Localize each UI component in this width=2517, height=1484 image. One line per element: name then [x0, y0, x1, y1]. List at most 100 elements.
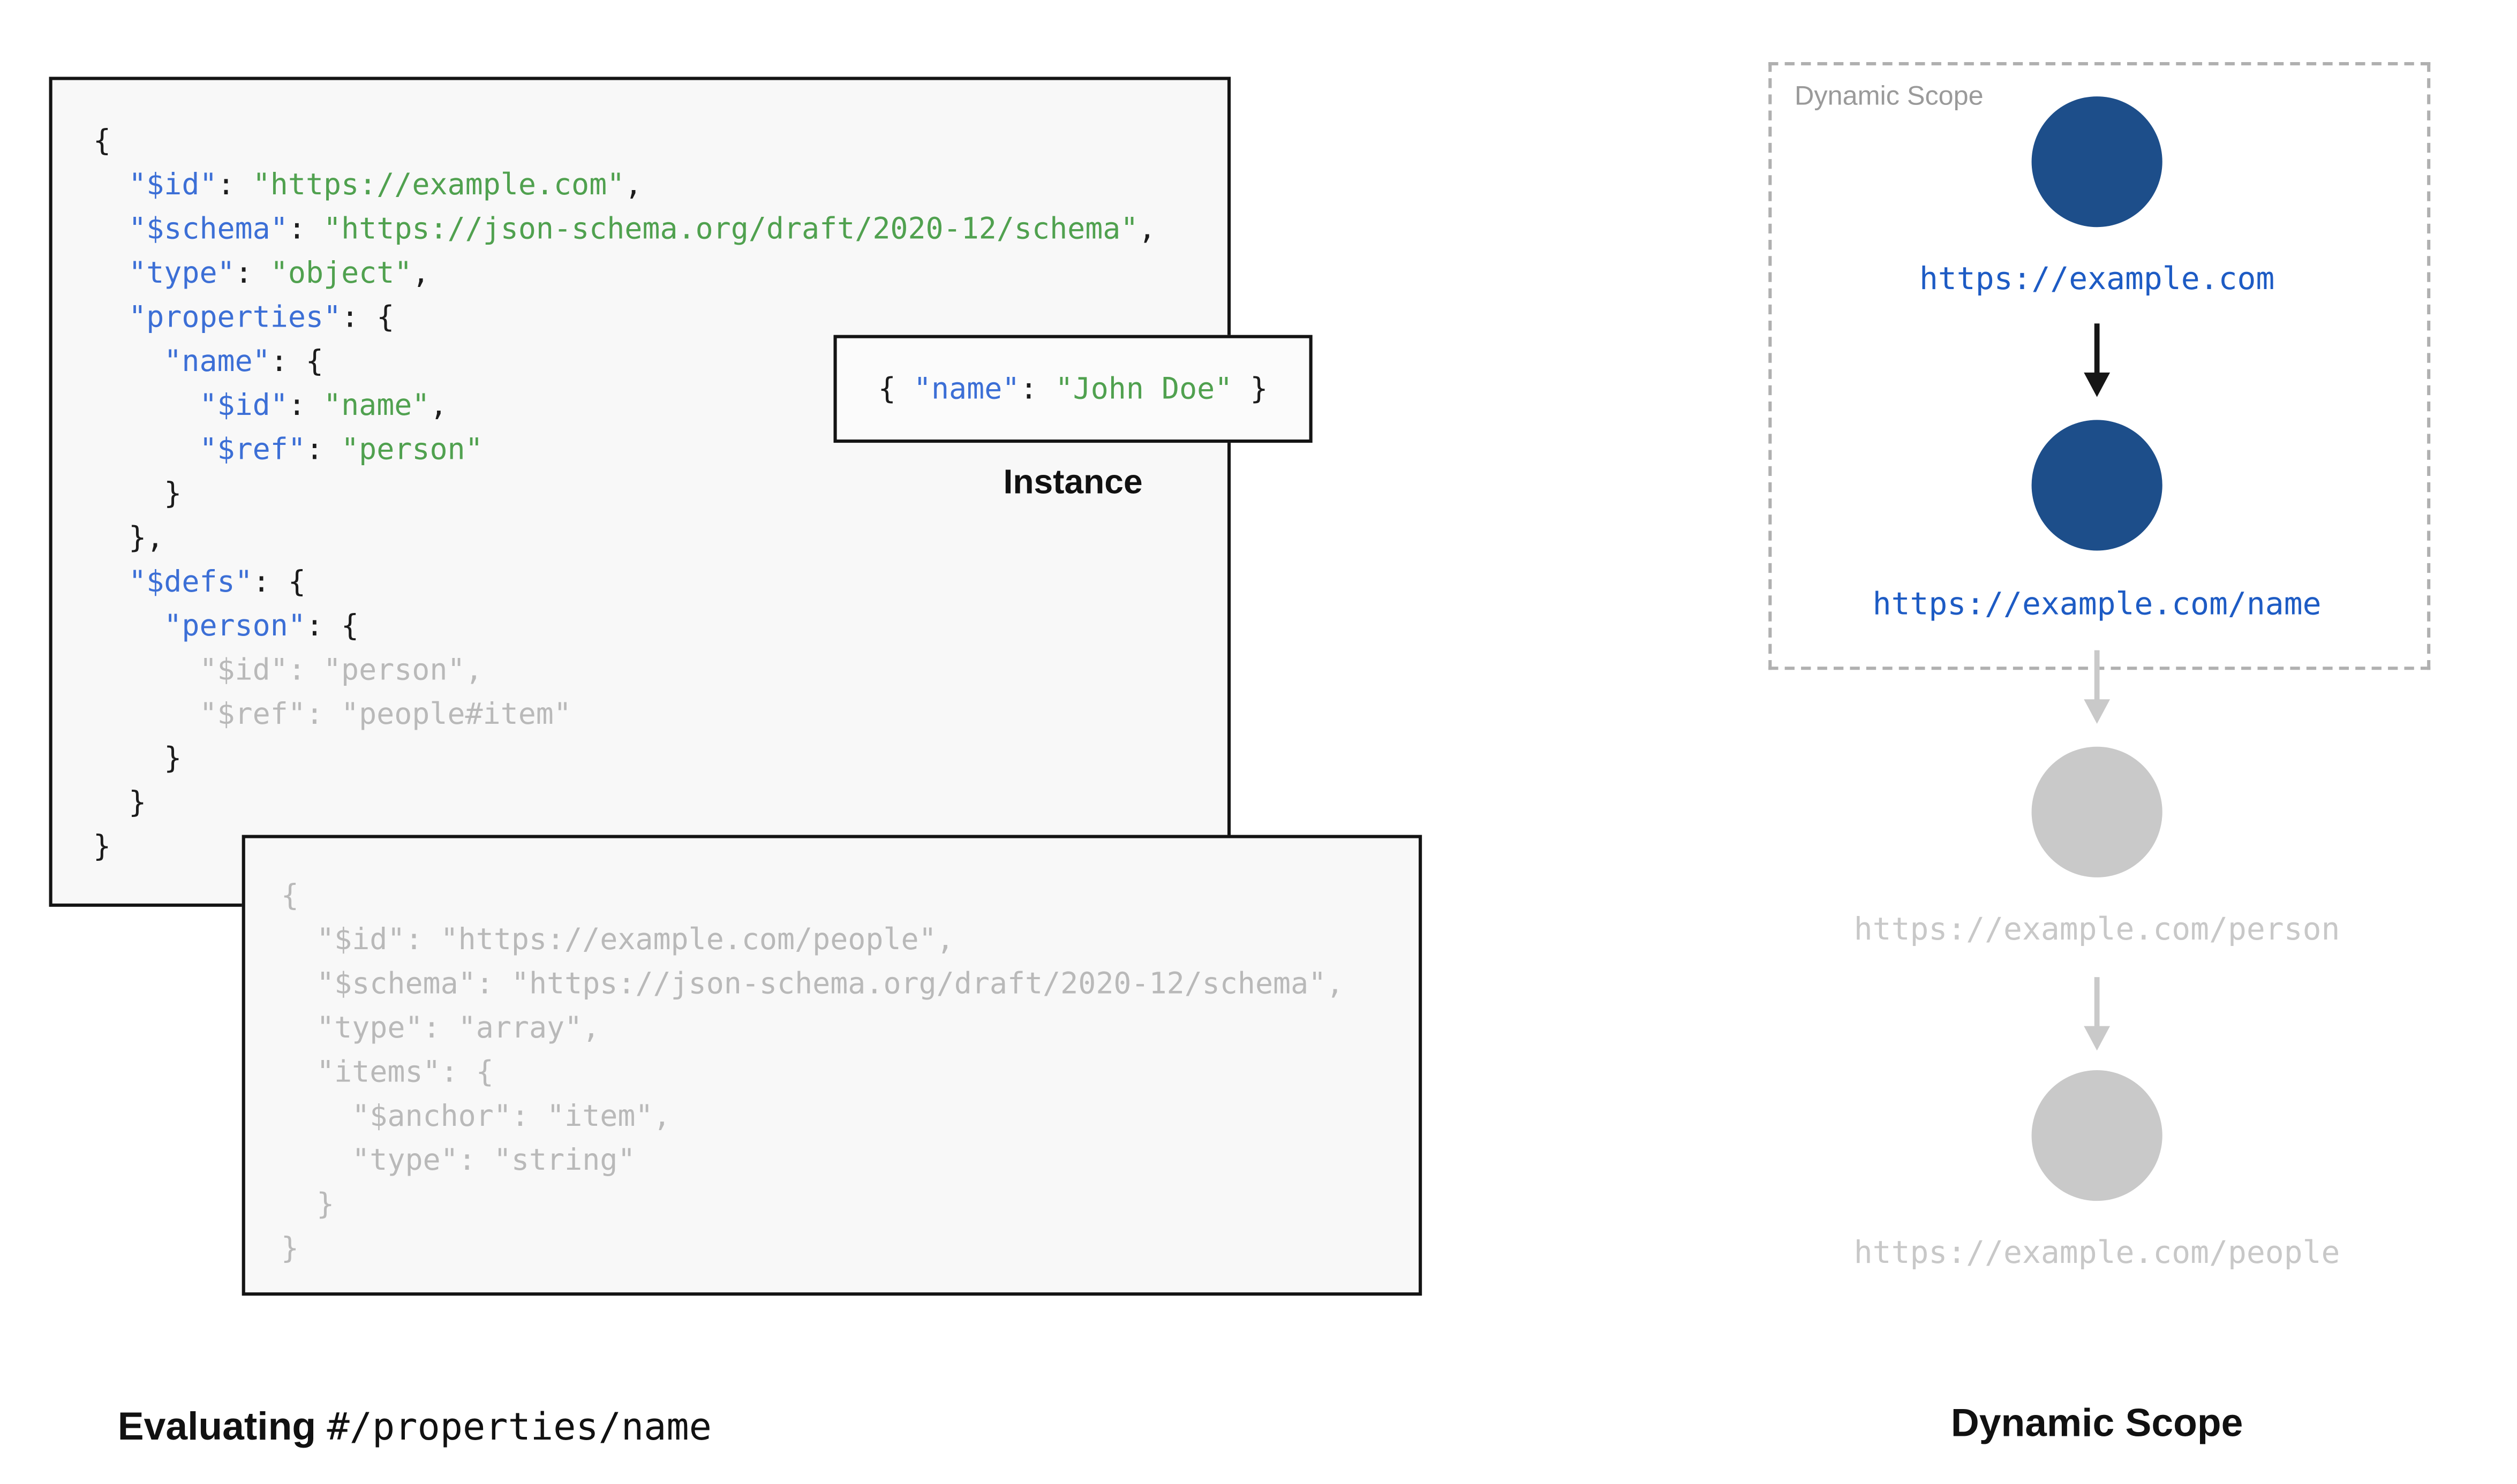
- code-segment: [93, 609, 164, 643]
- code-segment: "$id": [199, 389, 288, 423]
- code-segment: "name": [913, 372, 1020, 406]
- code-line: "type": "object",: [93, 252, 1227, 296]
- code-segment: :: [288, 389, 323, 423]
- people-schema-box: { "$id": "https://example.com/people", "…: [242, 835, 1422, 1296]
- code-line: "$id": "name",: [93, 384, 1227, 428]
- code-line: "person": {: [93, 604, 1227, 648]
- code-line: "$defs": {: [93, 561, 1227, 604]
- code-segment: "properties": [129, 300, 342, 335]
- scope-node-circle: [2031, 420, 2162, 551]
- code-line: "properties": {: [93, 296, 1227, 339]
- arrow-down-icon: [2084, 323, 2111, 397]
- instance-label: Instance: [1003, 464, 1143, 502]
- code-segment: }: [93, 477, 182, 512]
- code-line: {: [281, 874, 1419, 918]
- code-segment: [93, 256, 129, 291]
- code-segment: [93, 213, 129, 247]
- code-line: "$id": "https://example.com/people",: [281, 918, 1419, 962]
- code-segment: {: [281, 879, 299, 914]
- code-segment: }: [93, 741, 182, 776]
- code-segment: }: [281, 1232, 299, 1267]
- arrow-down-icon: [2084, 650, 2111, 724]
- code-line: "$schema": "https://json-schema.org/draf…: [281, 963, 1419, 1006]
- code-segment: "$schema": "https://json-schema.org/draf…: [281, 967, 1344, 1002]
- code-segment: }: [1232, 372, 1268, 406]
- code-segment: [93, 565, 129, 600]
- code-segment: :: [288, 212, 324, 247]
- code-segment: ,: [429, 389, 448, 423]
- code-segment: "John Doe": [1055, 372, 1233, 406]
- code-line: }: [93, 472, 1227, 516]
- code-segment: : {: [341, 300, 395, 335]
- code-segment: "type": "string": [281, 1144, 636, 1178]
- code-segment: ,: [412, 256, 430, 291]
- code-segment: ,: [624, 168, 643, 203]
- code-segment: :: [217, 168, 253, 203]
- code-segment: }: [281, 1187, 335, 1222]
- code-segment: {: [878, 372, 914, 406]
- scope-node-circle: [2031, 96, 2162, 228]
- code-segment: [93, 301, 129, 335]
- scope-node-circle: [2031, 746, 2162, 877]
- code-line: "items": {: [281, 1050, 1419, 1094]
- code-line: }: [281, 1183, 1419, 1227]
- code-segment: "$ref": [199, 433, 306, 467]
- code-segment: "$ref": "people#item": [93, 698, 571, 732]
- code-segment: "$id": "https://example.com/people",: [281, 923, 954, 958]
- dynamic-scope-panel-label: Dynamic Scope: [1795, 81, 1984, 111]
- code-line: }: [93, 781, 1227, 825]
- code-segment: [93, 389, 199, 423]
- code-segment: "person": [164, 609, 306, 644]
- code-line: "$id": "person",: [93, 649, 1227, 693]
- arrow-down-icon: [2084, 977, 2111, 1051]
- code-line: "$id": "https://example.com",: [93, 163, 1227, 207]
- code-segment: "type": "array",: [281, 1011, 600, 1046]
- code-line: "$ref": "person": [93, 428, 1227, 472]
- code-line: }: [281, 1227, 1419, 1271]
- code-segment: "object": [270, 256, 412, 291]
- code-segment: "person": [341, 433, 483, 467]
- left-caption-pointer: #/properties/name: [327, 1406, 712, 1450]
- code-segment: "items": {: [281, 1055, 494, 1090]
- code-segment: {: [93, 124, 111, 159]
- code-segment: "$id": "person",: [93, 653, 483, 688]
- code-segment: : {: [252, 565, 306, 600]
- instance-box: { "name": "John Doe" }: [833, 335, 1313, 443]
- code-line: "$schema": "https://json-schema.org/draf…: [93, 208, 1227, 252]
- code-segment: "name": [323, 389, 430, 423]
- code-line: "type": "array",: [281, 1006, 1419, 1050]
- code-line: {: [93, 119, 1227, 163]
- main-schema-box: { "$id": "https://example.com", "$schema…: [49, 77, 1231, 907]
- code-segment: : {: [270, 344, 323, 380]
- code-segment: : {: [305, 609, 359, 644]
- code-segment: "https://json-schema.org/draft/2020-12/s…: [323, 212, 1139, 247]
- instance-code: { "name": "John Doe" }: [878, 367, 1268, 411]
- code-line: }: [93, 825, 1227, 869]
- code-line: { "name": "John Doe" }: [878, 367, 1268, 411]
- code-segment: :: [305, 433, 342, 467]
- code-segment: [93, 345, 164, 379]
- code-segment: :: [235, 256, 270, 291]
- code-segment: :: [1020, 372, 1056, 406]
- code-line: "type": "string": [281, 1139, 1419, 1183]
- code-segment: [93, 433, 199, 467]
- code-line: "$anchor": "item",: [281, 1095, 1419, 1139]
- main-schema-code: { "$id": "https://example.com", "$schema…: [52, 80, 1227, 869]
- code-line: "$ref": "people#item": [93, 693, 1227, 737]
- scope-node-url: https://example.com/person: [1853, 911, 2340, 948]
- code-segment: "https://example.com": [252, 168, 625, 203]
- code-line: },: [93, 516, 1227, 560]
- people-schema-code: { "$id": "https://example.com/people", "…: [245, 838, 1419, 1271]
- code-segment: }: [93, 785, 147, 821]
- code-segment: "$id": [129, 168, 217, 203]
- code-segment: "$defs": [129, 565, 253, 600]
- code-segment: }: [93, 830, 111, 865]
- code-line: "name": {: [93, 340, 1227, 384]
- code-line: }: [93, 737, 1227, 781]
- code-segment: "type": [129, 256, 235, 291]
- code-segment: },: [93, 521, 164, 556]
- left-caption: Evaluating #/properties/name: [118, 1405, 712, 1451]
- code-segment: ,: [1138, 212, 1156, 247]
- code-segment: "$schema": [129, 212, 288, 247]
